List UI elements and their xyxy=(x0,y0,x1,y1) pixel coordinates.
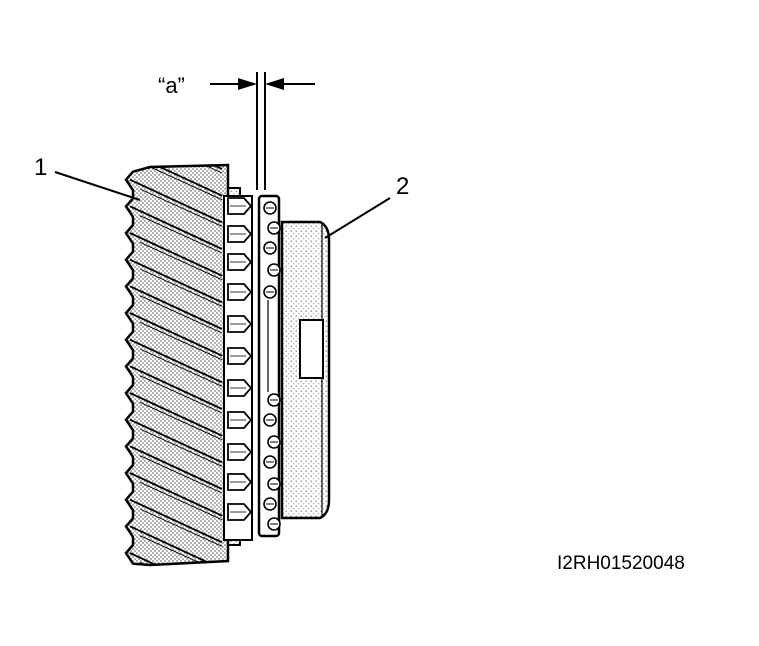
spline-hub xyxy=(223,195,253,541)
gear-helix-lines xyxy=(129,165,223,565)
part-1-label: 1 xyxy=(34,154,47,181)
shim-ball-pattern xyxy=(263,201,281,531)
gear-tooth-face xyxy=(124,163,230,567)
part-2-label: 2 xyxy=(396,173,409,200)
shim-ring xyxy=(257,194,281,538)
figure-code: I2RH01520048 xyxy=(557,553,685,574)
helical-gear xyxy=(124,163,241,567)
thrust-plate-boss xyxy=(299,319,324,379)
dimension-label: “a” xyxy=(158,73,185,98)
dimension-arrow-left-icon xyxy=(238,78,257,90)
dimension-a: “a” xyxy=(158,72,315,190)
shim-plate xyxy=(257,194,281,538)
callout-2: 2 xyxy=(324,173,409,239)
hub-teeth xyxy=(227,197,253,521)
thrust-plate xyxy=(280,220,331,520)
callout-1: 1 xyxy=(34,154,141,201)
dimension-arrow-right-icon xyxy=(265,78,284,90)
